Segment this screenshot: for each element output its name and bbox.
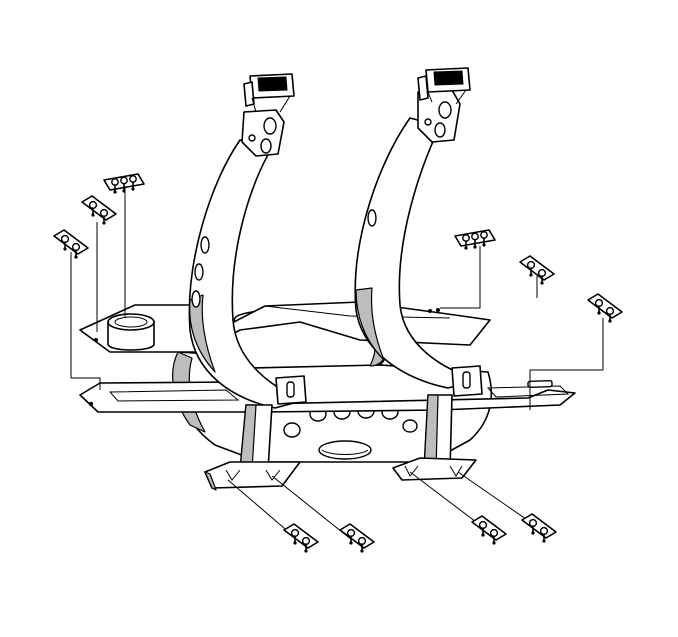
plate-upper-right-3: [587, 293, 623, 324]
left-mount-bracket: [188, 73, 307, 471]
plate-upper-left-1: [103, 173, 145, 195]
plate-bottom-2: [339, 523, 375, 554]
leader-lines: [70, 188, 604, 541]
plate-bottom-4: [521, 513, 557, 544]
left-foot-pad: [204, 461, 301, 491]
plate-bottom-3: [471, 515, 507, 546]
plate-bottom-1: [283, 523, 319, 554]
filler-neck: [107, 313, 155, 351]
plate-upper-left-2: [81, 195, 117, 226]
plate-upper-right-1: [454, 229, 496, 251]
right-mount-bracket: [354, 67, 483, 471]
